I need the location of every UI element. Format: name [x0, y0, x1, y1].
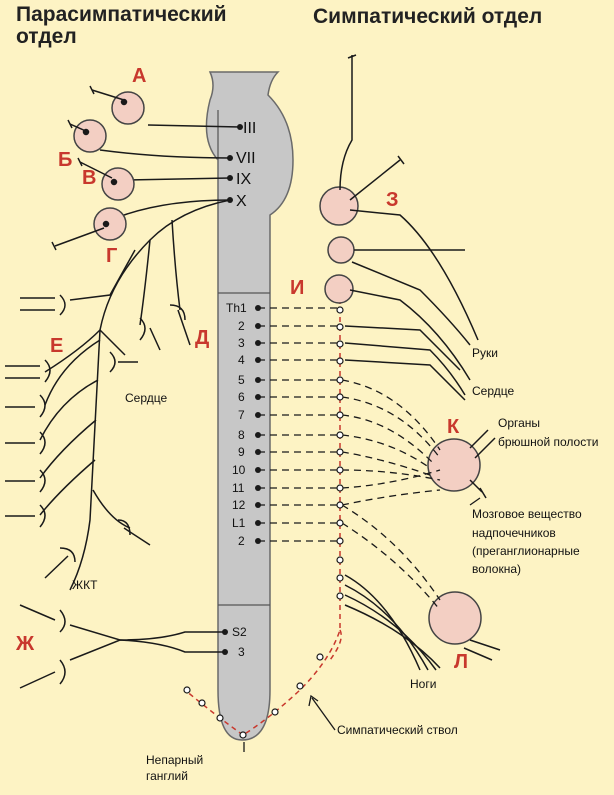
ganglion-fibers-left — [51, 85, 128, 251]
text-labels: Сердце ЖКТ Руки Сердце Органы брюшной по… — [72, 346, 598, 783]
label-abdominal-1: Органы — [498, 416, 540, 430]
parasympathetic-ganglia — [73, 91, 145, 241]
ganglion-z — [319, 186, 359, 226]
label-adrenal-3: (преганглионарные — [472, 544, 580, 558]
parasympathetic-title: Парасимпатический отдел — [16, 4, 227, 48]
letter-l: Л — [454, 651, 468, 673]
letter-labels: А Б В Г Д Е Ж З И К Л — [15, 65, 468, 673]
label-adrenal-4: волокна) — [472, 562, 521, 576]
nerve-x: X — [236, 193, 247, 210]
ganglion-cervical-mid — [327, 236, 355, 264]
segment-11: 11 — [232, 481, 245, 495]
label-adrenal-1: Мозговое вещество — [472, 507, 582, 521]
label-gi-tract: ЖКТ — [72, 578, 98, 592]
segment-5: 5 — [238, 373, 245, 387]
nerve-ix: IX — [236, 171, 251, 188]
letter-d: Д — [195, 327, 209, 349]
segment-9: 9 — [238, 445, 245, 459]
sympathetic-chain — [184, 186, 482, 736]
segment-2: 2 — [238, 319, 245, 333]
nerve-vii: VII — [236, 150, 256, 167]
letter-a: А — [132, 65, 146, 87]
ganglion-b — [73, 119, 107, 153]
letter-v: В — [82, 167, 96, 189]
parasympathetic-title-line2: отдел — [16, 25, 77, 48]
segment-dots — [222, 124, 261, 655]
letter-zh: Ж — [15, 633, 35, 655]
segment-7: 7 — [238, 408, 245, 422]
letter-b: Б — [58, 149, 72, 171]
label-adrenal-2: надпочечников — [472, 526, 556, 540]
ganglion-a — [111, 91, 145, 125]
label-sympathetic-trunk: Симпатический ствол — [337, 723, 458, 737]
ganglion-v — [101, 167, 135, 201]
segment-s3: 3 — [238, 645, 245, 659]
pointer-arrows — [243, 497, 481, 752]
label-heart-left: Сердце — [125, 391, 167, 405]
segment-4: 4 — [238, 353, 245, 367]
letter-z: З — [386, 189, 399, 211]
segment-10: 10 — [232, 463, 246, 477]
letter-g: Г — [106, 245, 117, 267]
segment-s2: S2 — [232, 625, 247, 639]
label-unpaired-1: Непарный — [146, 753, 203, 767]
segment-3: 3 — [238, 336, 245, 350]
segment-labels: Th1 2 3 4 5 6 7 8 9 10 11 12 L1 2 S2 3 — [226, 301, 247, 659]
ganglion-stellate — [324, 274, 354, 304]
label-legs: Ноги — [410, 677, 436, 691]
nerve-iii: III — [243, 120, 256, 137]
segment-l2: 2 — [238, 534, 245, 548]
label-heart-right: Сердце — [472, 384, 514, 398]
sympathetic-title: Симпатический отдел — [313, 5, 543, 28]
preganglionic-fibers — [258, 307, 441, 611]
segment-8: 8 — [238, 428, 245, 442]
letter-e: Е — [50, 335, 63, 357]
label-unpaired-2: ганглий — [146, 769, 188, 783]
label-abdominal-2: брюшной полости — [498, 435, 598, 449]
chain-nodes — [183, 306, 344, 739]
segment-l1: L1 — [232, 516, 246, 530]
sympathetic-fibers — [339, 54, 501, 671]
letter-k: К — [447, 416, 460, 438]
segment-12: 12 — [232, 498, 246, 512]
ganglion-l — [428, 591, 482, 645]
label-arms: Руки — [472, 346, 498, 360]
parasympathetic-title-line1: Парасимпатический — [16, 3, 227, 26]
ganglion-k — [427, 438, 481, 492]
ganglion-g — [93, 207, 127, 241]
spinal-cord — [205, 71, 294, 741]
letter-i: И — [290, 277, 304, 299]
segment-6: 6 — [238, 390, 245, 404]
parasympathetic-terminals — [5, 294, 191, 689]
segment-th1: Th1 — [226, 301, 247, 315]
